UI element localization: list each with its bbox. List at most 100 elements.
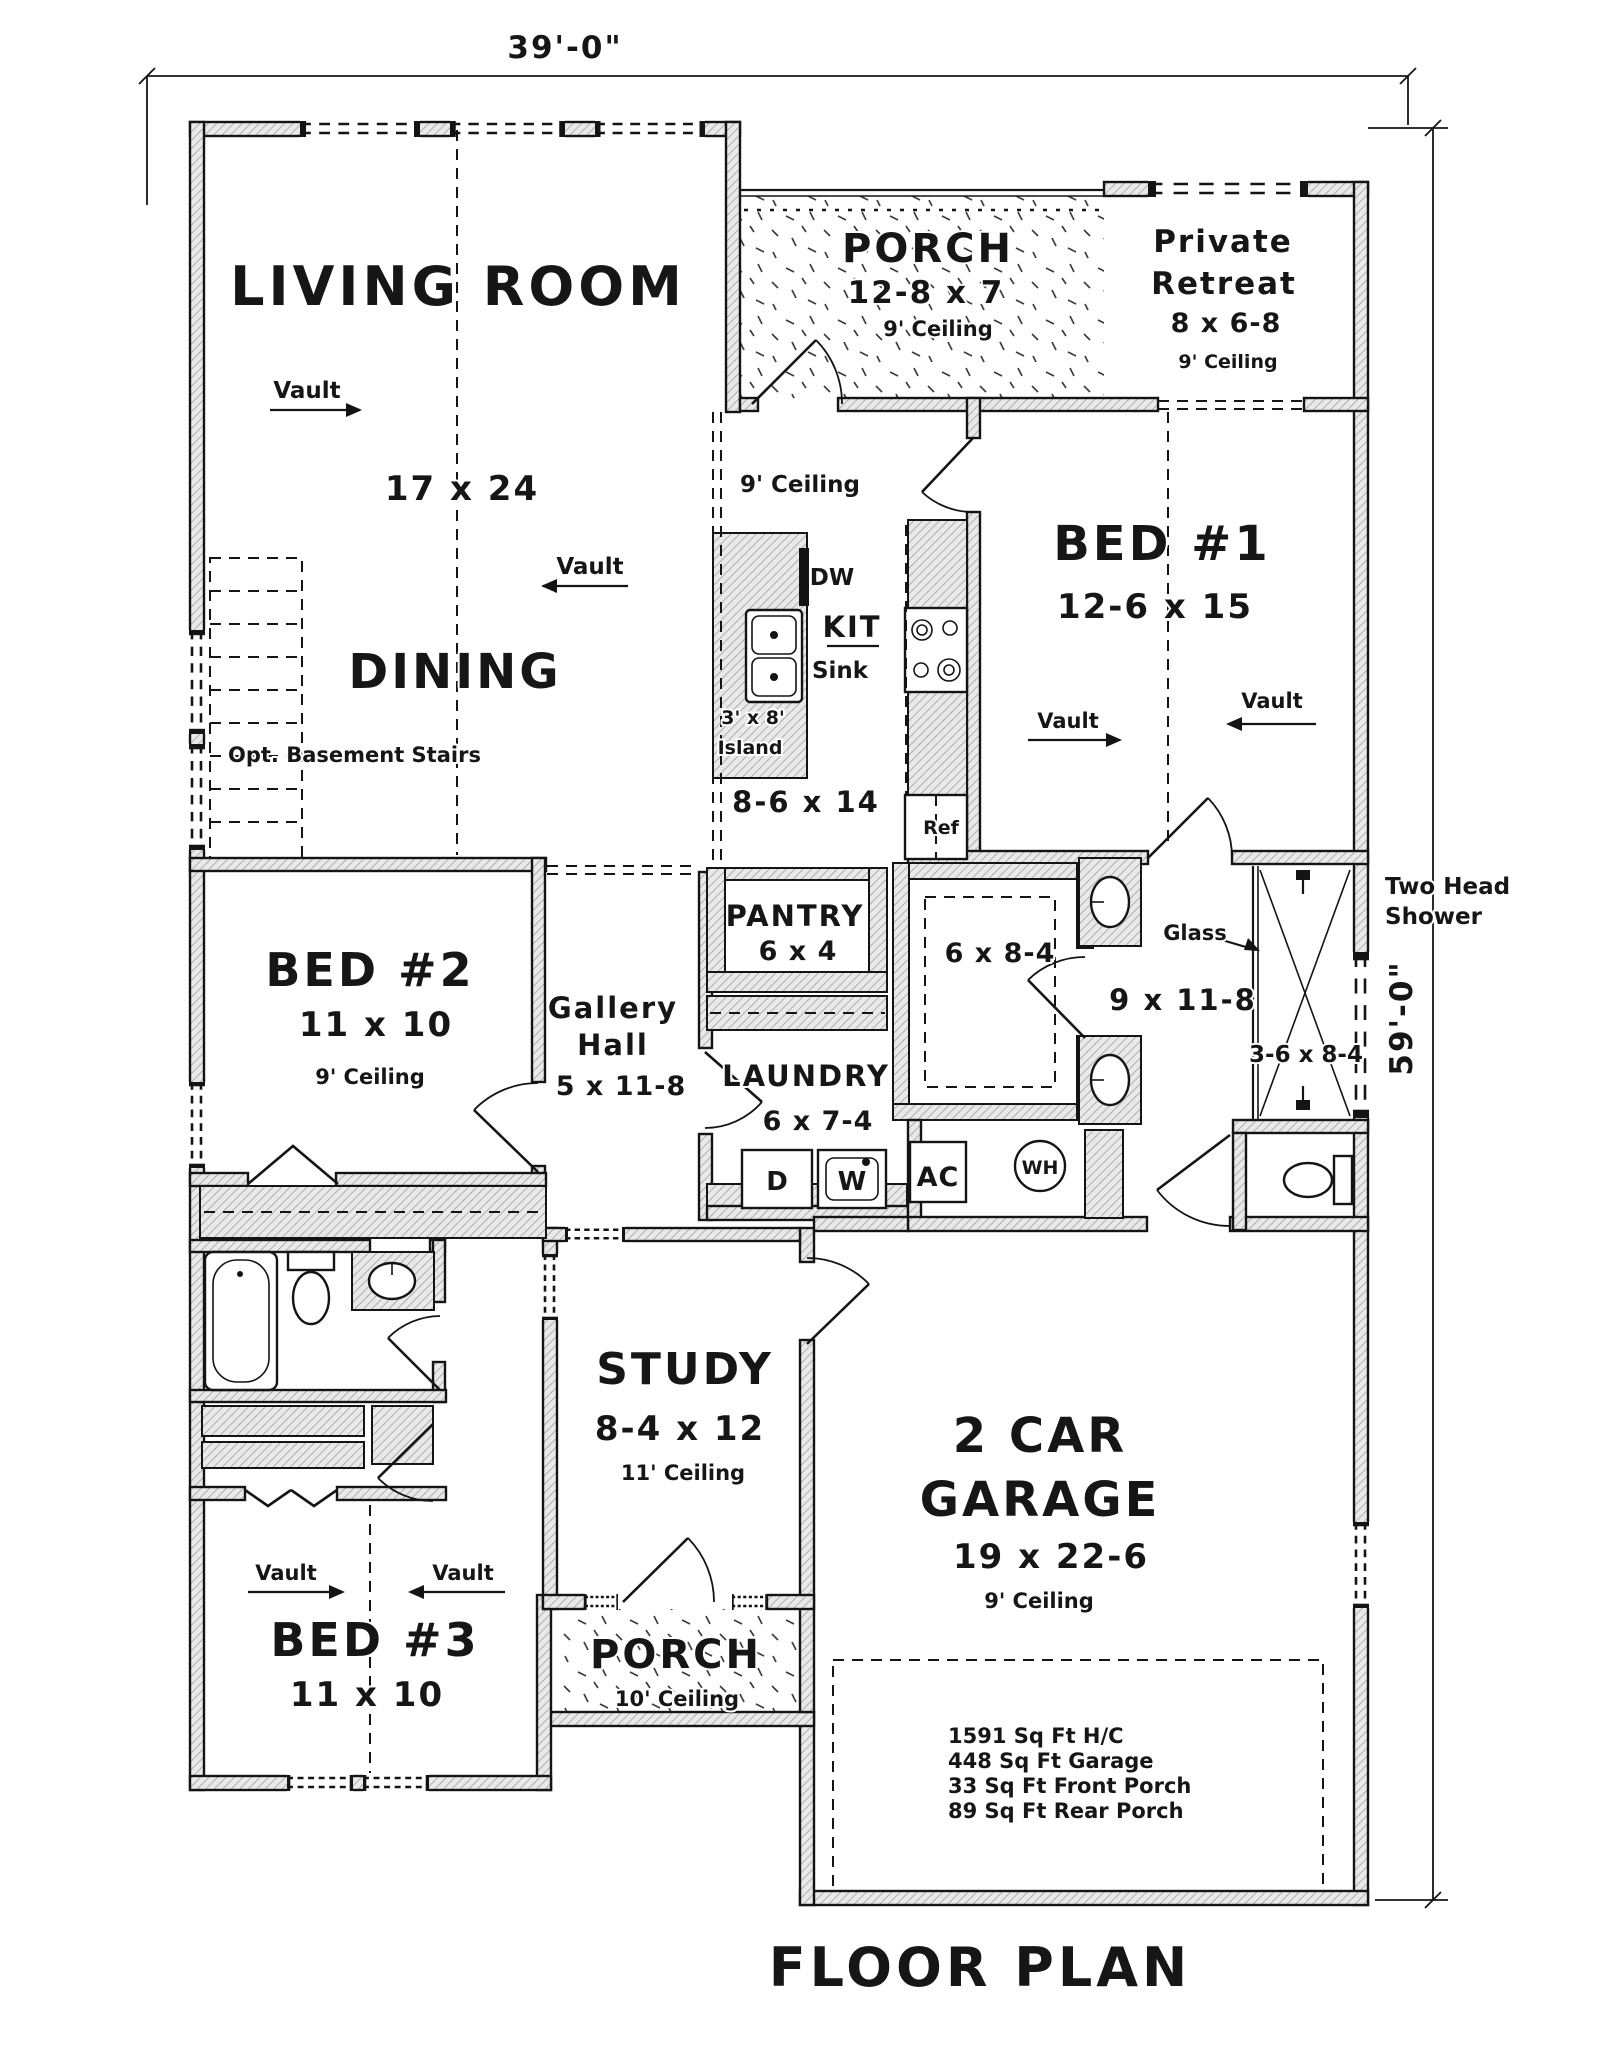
dining-label: DINING (348, 644, 561, 700)
living-room-label: LIVING ROOM (230, 255, 686, 318)
vault-label: Vault (1037, 709, 1098, 733)
bed2-door (473, 1082, 539, 1173)
study-size: 8-4 x 12 (595, 1409, 765, 1449)
hall-bath-door (387, 1315, 441, 1391)
garage-size: 19 x 22-6 (953, 1537, 1149, 1577)
water-heater-label: WH (1022, 1157, 1059, 1179)
rear-porch-ceiling: 9' Ceiling (883, 317, 993, 341)
two-head-shower (1251, 866, 1351, 1120)
glass-arrow-icon (1244, 938, 1260, 951)
front-porch-floor (557, 1609, 800, 1712)
wc-door (1156, 1133, 1231, 1227)
glass-label: Glass (1163, 921, 1227, 945)
dryer-icon (740, 1148, 814, 1210)
front-porch-ceiling: 10' Ceiling (615, 1687, 739, 1711)
overall-width-dimension: 39'-0" (507, 30, 622, 66)
vault-arrow-icon (541, 579, 557, 593)
laundry-size: 6 x 7-4 (763, 1106, 874, 1137)
ac-unit-icon (908, 1140, 968, 1204)
hall-bed1-door (921, 437, 974, 513)
labels: 39'-0" 59'-0" LIVING ROOM Vault 17 x 24 … (226, 28, 1512, 2001)
vault-arrow-icon (1106, 733, 1122, 747)
bed3-size: 11 x 10 (290, 1675, 444, 1715)
bed2-size: 11 x 10 (299, 1005, 453, 1045)
kitchen-size: 8-6 x 14 (732, 785, 880, 819)
two-head-shower-note: Shower (1385, 904, 1483, 930)
dishwasher-icon (799, 548, 809, 606)
fridge-label: Ref (923, 817, 960, 839)
area-summary-line: 1591 Sq Ft H/C (948, 1724, 1124, 1748)
walls (188, 120, 1370, 1907)
living-room-size: 17 x 24 (385, 469, 539, 509)
master-closet-size: 6 x 8-4 (945, 938, 1056, 969)
kitchen-label: KIT (822, 610, 881, 644)
vault-label: Vault (255, 1561, 316, 1585)
ac-label: AC (917, 1162, 960, 1193)
area-summary-line: 89 Sq Ft Rear Porch (948, 1799, 1184, 1823)
garage-label: GARAGE (920, 1472, 1161, 1528)
rear-porch-door (751, 339, 843, 405)
garage-entry-door (806, 1257, 870, 1345)
laundry-door (704, 1051, 763, 1129)
bed1-size: 12-6 x 15 (1057, 587, 1253, 627)
basement-stairs-label: Opt. Basement Stairs (228, 743, 481, 767)
two-head-shower-note: Two Head (1385, 874, 1510, 900)
bed3-closet-doors (244, 1488, 338, 1508)
garage-ceiling: 9' Ceiling (984, 1589, 1094, 1613)
shower-head-icon (1296, 1100, 1310, 1110)
private-retreat-label: Private (1153, 224, 1293, 260)
stove-icon (903, 606, 969, 694)
doors (244, 339, 1233, 1603)
page-title: FLOOR PLAN (769, 1936, 1192, 1999)
vault-arrow-icon (329, 1585, 345, 1599)
island-size: 3' x 8' (721, 707, 785, 729)
fridge-icon (903, 793, 969, 861)
porch-floors (557, 188, 1104, 1712)
kitchen-island (712, 532, 809, 779)
kitchen-ceiling: 9' Ceiling (740, 472, 860, 498)
toilet-icon (286, 1250, 336, 1326)
washer-icon (816, 1148, 888, 1210)
dryer-label: D (766, 1167, 788, 1197)
bed1-label: BED #1 (1053, 516, 1271, 572)
vault-label: Vault (556, 554, 623, 580)
fixtures (203, 519, 1354, 1392)
private-retreat-label: Retreat (1151, 266, 1297, 302)
basement-stairs (209, 557, 303, 859)
private-retreat-size: 8 x 6-8 (1171, 308, 1282, 339)
garage-label: 2 CAR (953, 1408, 1127, 1464)
master-vanity-sinks (1089, 875, 1131, 1107)
rear-porch-size: 12-8 x 7 (848, 275, 1005, 311)
bathtub-icon (203, 1250, 279, 1392)
pantry-label: PANTRY (726, 899, 865, 933)
hall-bath-sink (351, 1251, 435, 1311)
study-ceiling: 11' Ceiling (621, 1461, 745, 1485)
bed3-label: BED #3 (270, 1613, 479, 1667)
vault-arrow-icon (408, 1585, 424, 1599)
dishwasher-label: DW (810, 565, 854, 591)
island-label: Island (718, 737, 783, 759)
area-summary-line: 33 Sq Ft Front Porch (948, 1774, 1191, 1798)
gallery-hall-size: 5 x 11-8 (556, 1071, 687, 1102)
bed3-door (377, 1423, 434, 1502)
washer-label: W (838, 1167, 867, 1197)
dimension-lines (138, 67, 1448, 1909)
study-porch-door (622, 1537, 715, 1603)
vault-label: Vault (432, 1561, 493, 1585)
bed2-closet-doors (247, 1144, 339, 1185)
bed2-label: BED #2 (265, 943, 474, 997)
private-retreat-ceiling: 9' Ceiling (1178, 351, 1277, 373)
rear-porch-floor (740, 196, 1104, 398)
pantry-size: 6 x 4 (759, 936, 838, 967)
shower-size: 3-6 x 8-4 (1249, 1042, 1363, 1068)
front-porch-label: PORCH (590, 1632, 762, 1678)
water-heater-icon (1013, 1139, 1067, 1193)
vault-label: Vault (273, 378, 340, 404)
area-summary-line: 448 Sq Ft Garage (948, 1749, 1154, 1773)
overall-depth-dimension: 59'-0" (1384, 960, 1420, 1075)
master-closet-door (1027, 956, 1086, 1039)
gallery-hall-label: Gallery (548, 991, 678, 1025)
vault-label: Vault (1241, 689, 1302, 713)
